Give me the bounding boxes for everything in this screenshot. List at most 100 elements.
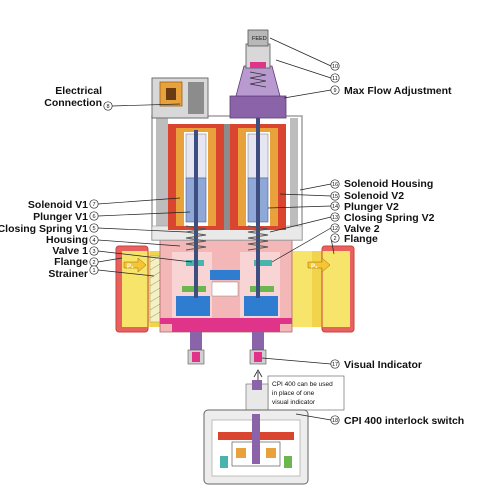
visual-indicator-v1 [187,332,205,365]
callout-9-max-flow-adjustment: 9 Max Flow Adjustment [283,85,452,99]
callout-number-circle [330,223,340,233]
cpi-400-switch [203,380,309,485]
callout-number: 1 [92,268,95,274]
callout-leader-line [269,37,332,67]
callout-number: 5 [92,226,95,232]
callout-label: Max Flow Adjustment [344,85,452,97]
callout-number: 13 [332,215,338,221]
callout-number: 2 [92,260,95,266]
callout-leader-line [261,357,332,365]
callout-number-circle [330,212,340,222]
plunger-v2 [247,96,269,298]
callout-number: 11 [332,76,338,82]
plunger-v1 [185,130,207,298]
callout-number-circle [330,415,340,425]
callout-number: 4 [92,238,95,244]
cpi-note: CPI 400 can be used in place of one visu… [253,369,345,411]
callout-number-circle [330,61,340,71]
callout-leader-line [97,239,181,247]
callout-label: Visual Indicator [344,359,422,371]
callout-label: Valve 2 [344,223,380,235]
callout-11: 11 [275,59,340,83]
inlet-port-marker: P₁ [123,257,147,273]
callout-number-circle [330,201,340,211]
callout-label: Flange [54,256,88,268]
callout-13-closing-spring-v2: 13 Closing Spring V2 [269,212,435,233]
callout-leader-line [299,183,332,191]
callout-number-circle [330,191,340,201]
callout-leader-line [97,197,181,205]
callout-number-circle [89,211,99,221]
callout-2-flange: 2 Flange [54,256,123,268]
callout-15-solenoid-v2: 15 Solenoid V2 [279,190,404,202]
callout-10: 10 [269,37,340,71]
callout-7-solenoid-v1: 7 Solenoid V1 [28,197,181,211]
callout-leader-line [279,193,332,197]
callout-6-plunger-v1: 6 Plunger V1 [33,211,191,223]
callout-number: 9 [333,88,336,94]
callout-number: 7 [92,202,95,208]
callout-number-circle [89,246,99,256]
callout-number: 3 [92,249,95,255]
callout-leader-line [97,211,191,217]
visual-indicator-v2 [249,332,267,365]
callout-leader-line [295,413,332,421]
callout-label: Solenoid Housing [344,178,433,190]
callout-leader-line [269,216,332,233]
callout-number-circle [330,179,340,189]
callout-number: 14 [332,204,338,210]
callout-leader-line [97,227,187,233]
valve-body [159,239,293,333]
note-line-2: in place of one [272,390,315,397]
note-line-3: visual indicator [272,399,316,406]
callout-number: 15 [332,194,338,200]
callout-leader-line [97,269,155,277]
callout-number: 8 [106,104,109,110]
electrical-connection-box [151,77,209,119]
cap-marking: FEED [252,36,267,42]
callout-label: Solenoid V1 [28,199,88,211]
callout-14-plunger-v2: 14 Plunger V2 [267,201,399,213]
callout-label: Plunger V1 [33,211,88,223]
note-line-1: CPI 400 can be used [272,381,333,388]
callout-leader-line [275,59,332,79]
callout-label: Electrical [55,85,102,97]
callout-label: Valve 1 [52,245,88,257]
callout-number-circle [330,359,340,369]
callout-3-valve-1: 3 Valve 1 [52,245,193,263]
callout-number: 2 [333,236,336,242]
callout-number: 10 [332,64,338,70]
callout-label: Flange [344,233,378,245]
outlet-port-marker: P₂ [307,257,331,273]
center-yoke [224,124,230,230]
callout-label: Connection [44,97,102,109]
callout-label: Plunger V2 [344,201,399,213]
callout-leader-line [267,205,332,209]
callout-1-strainer: 1 Strainer [48,265,155,280]
callout-number: 6 [92,214,95,220]
callout-number-circle [89,265,99,275]
callout-2-flange: 2 Flange [330,233,378,255]
callout-number-circle [89,235,99,245]
callout-number-circle [330,233,340,243]
outlet-port-label: P₂ [311,264,318,270]
callout-label: CPI 400 interlock switch [344,415,464,427]
callout-label: Solenoid V2 [344,190,404,202]
callout-label: Closing Spring V1 [0,223,88,235]
callout-number-circle [89,223,99,233]
callout-number: 16 [332,182,338,188]
callout-label: Closing Spring V2 [344,212,435,224]
callout-number-circle [330,85,340,95]
closing-spring-v1 [185,225,207,251]
callout-leader-line [97,257,123,263]
callout-number-circle [89,199,99,209]
callout-leader-line [97,250,193,263]
closing-spring-v2 [247,225,269,251]
callout-number: 17 [332,362,338,368]
callout-number-circle [103,101,113,111]
inlet-port-label: P₁ [127,264,134,270]
callout-label: Strainer [48,268,88,280]
